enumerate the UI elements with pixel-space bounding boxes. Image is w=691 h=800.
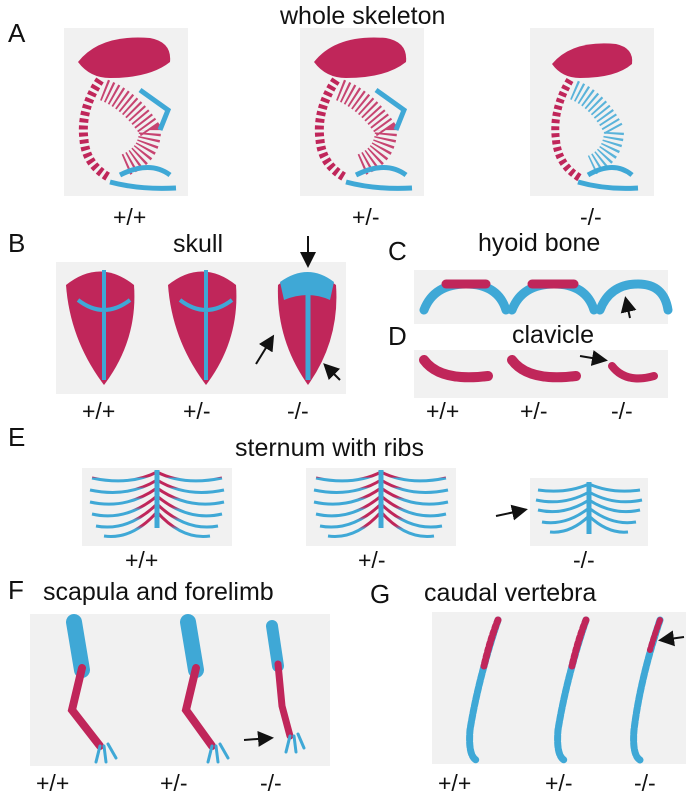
- panel-f-genotype-het: +/-: [160, 770, 188, 796]
- whole-skeleton-wt: [78, 37, 177, 191]
- panel-b-genotype-het: +/-: [183, 398, 211, 424]
- skulls: [66, 270, 337, 385]
- panel-e-letter: E: [8, 422, 26, 452]
- panel-f-genotype-ko: -/-: [260, 770, 282, 796]
- panel-a-letter: A: [8, 18, 26, 48]
- whole-skeleton-het: [314, 37, 413, 191]
- panel-b-title: skull: [173, 230, 224, 258]
- hyoid-bones: [419, 279, 673, 315]
- panel-f-title: scapula and forelimb: [43, 578, 274, 606]
- panel-e-genotype-ko: -/-: [573, 547, 595, 573]
- panel-e-genotype-het: +/-: [358, 547, 386, 573]
- panel-a-title: whole skeleton: [280, 2, 446, 30]
- panel-a-genotype-wt: +/+: [113, 204, 147, 230]
- panel-c-title: hyoid bone: [478, 229, 601, 257]
- panel-g-genotype-het: +/-: [545, 770, 573, 796]
- panel-a-genotype-het: +/-: [352, 204, 380, 230]
- sternum-ribs-ko: [535, 482, 643, 534]
- panel-d-genotype-ko: -/-: [611, 398, 633, 424]
- clavicles: [419, 355, 658, 383]
- sternum-ribs-het: [313, 470, 449, 538]
- whole-skeleton-ko: [551, 43, 639, 191]
- panel-d-genotype-wt: +/+: [426, 398, 460, 424]
- panel-g-letter: G: [370, 579, 391, 609]
- panel-g-genotype-wt: +/+: [438, 770, 472, 796]
- panel-b-genotype-wt: +/+: [82, 398, 116, 424]
- panel-d-letter: D: [388, 321, 407, 351]
- panel-g-title: caudal vertebra: [424, 579, 597, 607]
- forelimbs: [66, 614, 306, 764]
- panel-f-letter: F: [8, 575, 24, 605]
- sternum-ribs-wt: [89, 470, 225, 538]
- panel-g-genotype-ko: -/-: [634, 770, 656, 796]
- caudal-vertebrae: [466, 616, 664, 764]
- panel-c-letter: C: [388, 236, 407, 266]
- panel-b-genotype-ko: -/-: [287, 398, 309, 424]
- panel-e-genotype-wt: +/+: [125, 547, 159, 573]
- panel-b-letter: B: [8, 228, 26, 258]
- panel-d-genotype-het: +/-: [520, 398, 548, 424]
- panel-f-genotype-wt: +/+: [36, 770, 70, 796]
- panel-e-title: sternum with ribs: [235, 434, 424, 462]
- panel-d-title: clavicle: [512, 321, 594, 349]
- panel-a-genotype-ko: -/-: [580, 204, 602, 230]
